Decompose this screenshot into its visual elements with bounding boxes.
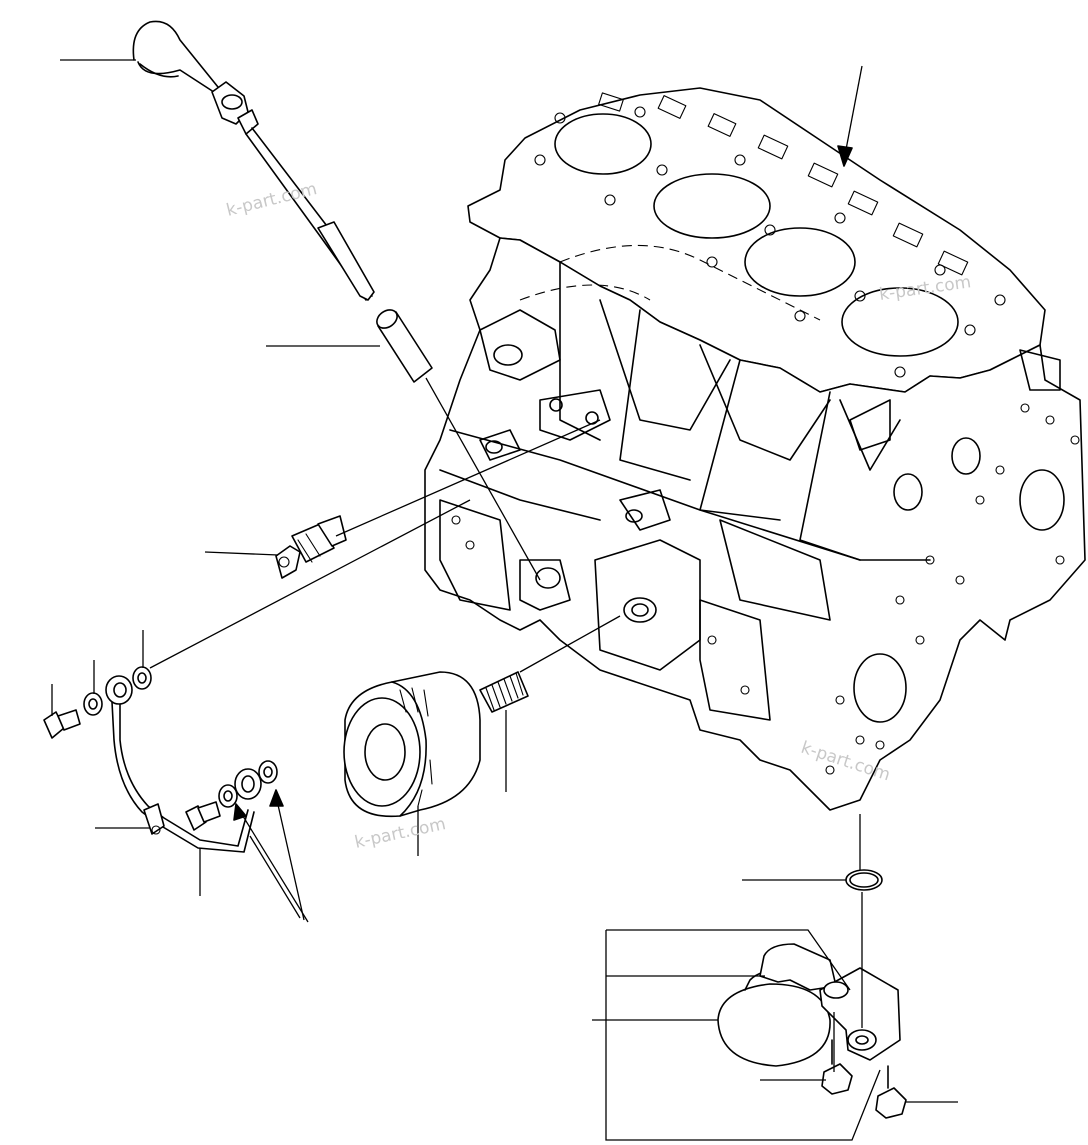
gauge-guide-tube[interactable] xyxy=(373,306,433,383)
oil-pipe[interactable] xyxy=(105,675,262,853)
strainer-bolt[interactable] xyxy=(821,1039,907,1119)
cylinder-block[interactable] xyxy=(424,87,1086,811)
bolt[interactable] xyxy=(43,709,221,831)
pipe-clamp[interactable] xyxy=(143,803,165,835)
washer[interactable] xyxy=(83,666,238,808)
pipe-fitting-washer[interactable] xyxy=(258,760,278,784)
oil-pressure-switch[interactable] xyxy=(275,515,347,579)
oil-level-gauge[interactable] xyxy=(132,20,375,301)
oil-filter-cartridge[interactable] xyxy=(343,671,481,818)
o-ring[interactable] xyxy=(845,869,883,891)
watermark-4: k-part.com xyxy=(353,814,448,853)
oil-strainer[interactable] xyxy=(717,943,901,1067)
filter-stud[interactable] xyxy=(479,671,529,713)
leader-lines xyxy=(51,59,958,1141)
